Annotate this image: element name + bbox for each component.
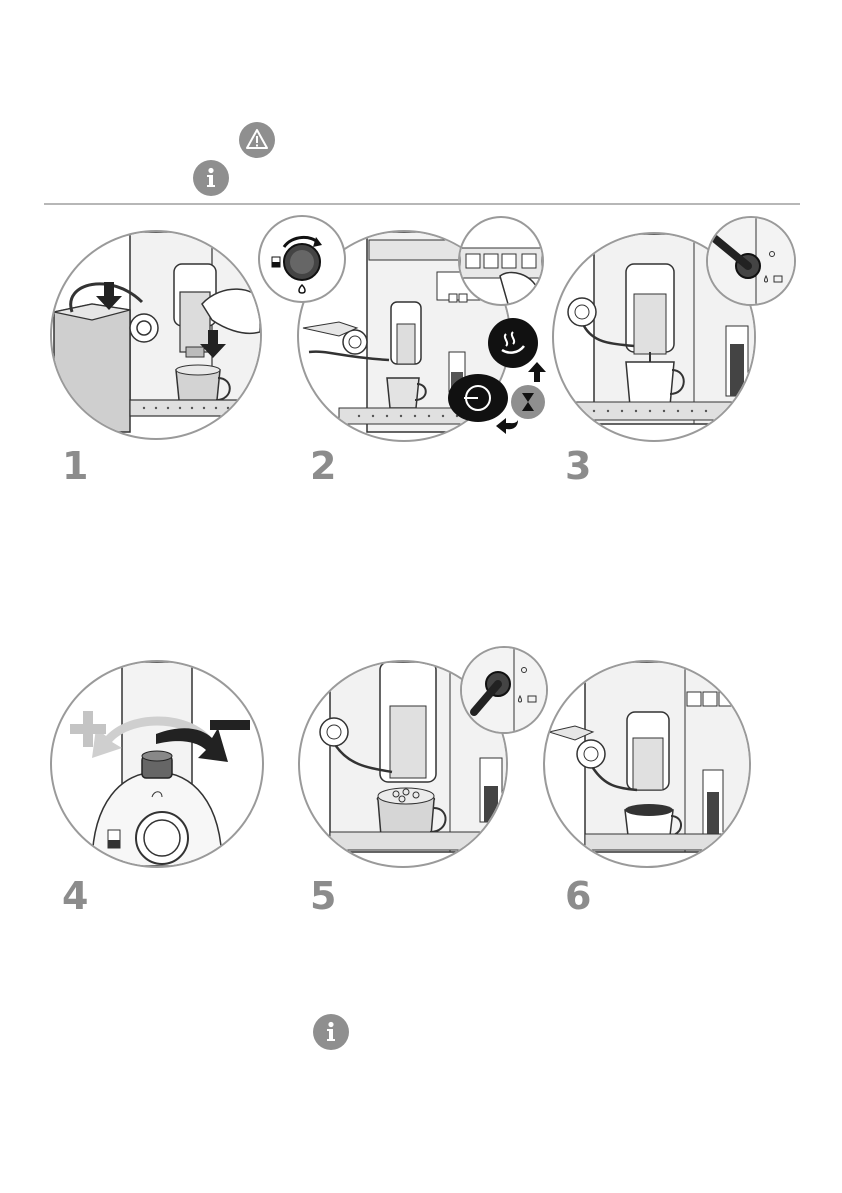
section-divider (44, 203, 800, 205)
step-number-3: 3 (565, 447, 591, 485)
step-1-illustration (50, 230, 262, 440)
step-number-4: 4 (62, 877, 88, 915)
step-6-illustration (543, 660, 751, 868)
step-number-2: 2 (310, 447, 336, 485)
arrow-up-icon (526, 360, 548, 384)
step-2-button-detail (458, 216, 544, 306)
arrow-curve-icon (494, 414, 520, 436)
warning-icon (239, 122, 275, 158)
step-2-knob-detail (258, 215, 346, 303)
info-icon (193, 160, 229, 196)
info-icon (313, 1014, 349, 1050)
step-number-6: 6 (565, 877, 591, 915)
step-5-lever-detail (460, 646, 548, 734)
step-3-lever-detail (706, 216, 796, 306)
step-number-1: 1 (62, 447, 88, 485)
step-number-5: 5 (310, 877, 336, 915)
step-4-illustration (50, 660, 264, 868)
